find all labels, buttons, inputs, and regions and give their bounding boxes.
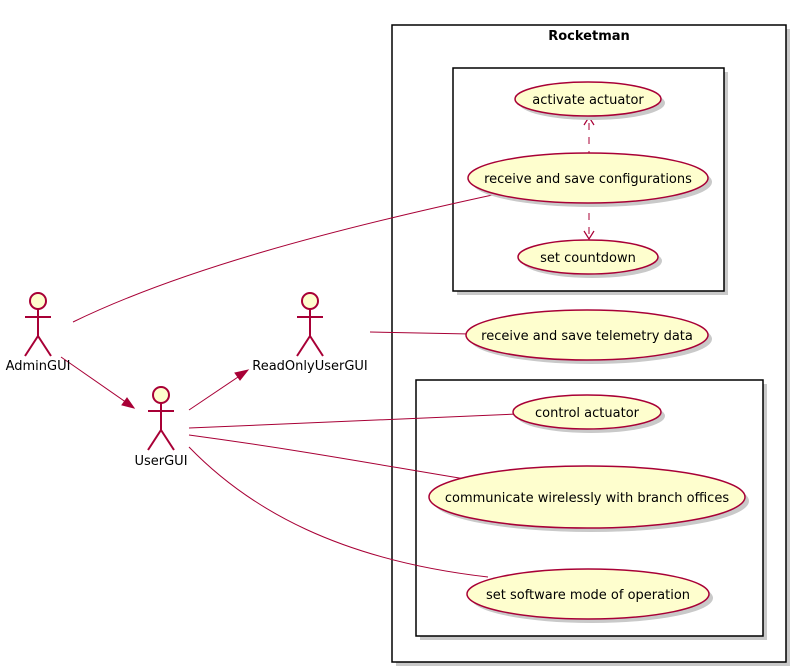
usecase-communicate-wirelessly: communicate wirelessly with branch offic… [428,465,749,532]
link-user-software-mode [188,446,489,578]
usecase-set-software-mode: set software mode of operation [466,568,713,623]
actor-readonlyusergui: ReadOnlyUserGUI [252,292,368,374]
svg-text:receive and save configuration: receive and save configurations [484,172,692,187]
svg-text:activate actuator: activate actuator [532,93,644,108]
arrow-user-to-readonly [188,369,250,411]
link-user-control-actuator [188,413,519,429]
usecase-control-actuator: control actuator [512,394,665,433]
svg-text:UserGUI: UserGUI [134,454,187,469]
svg-text:control actuator: control actuator [535,406,640,421]
arrow-admin-to-user [60,356,136,409]
actor-admingui: AdminGUI [6,292,71,374]
link-readonly-telemetry [369,331,471,335]
usecase-set-countdown: set countdown [517,239,662,278]
stick-figure-icon [296,292,324,357]
system-title: Rocketman [548,29,630,44]
svg-text:set countdown: set countdown [540,251,636,266]
svg-text:set software mode of operation: set software mode of operation [486,588,690,603]
usecase-receive-save-configurations: receive and save configurations [467,152,712,207]
svg-text:ReadOnlyUserGUI: ReadOnlyUserGUI [252,359,368,374]
usecase-receive-save-telemetry: receive and save telemetry data [465,309,712,364]
svg-text:communicate wirelessly with br: communicate wirelessly with branch offic… [445,491,729,506]
link-user-communicate [188,434,466,480]
stick-figure-icon [147,386,175,451]
stick-figure-icon [24,292,52,357]
link-admin-receive-config [72,193,498,323]
svg-text:AdminGUI: AdminGUI [6,359,71,374]
svg-text:receive and save telemetry dat: receive and save telemetry data [481,329,693,344]
actor-usergui: UserGUI [134,386,188,469]
usecase-activate-actuator: activate actuator [514,81,665,120]
